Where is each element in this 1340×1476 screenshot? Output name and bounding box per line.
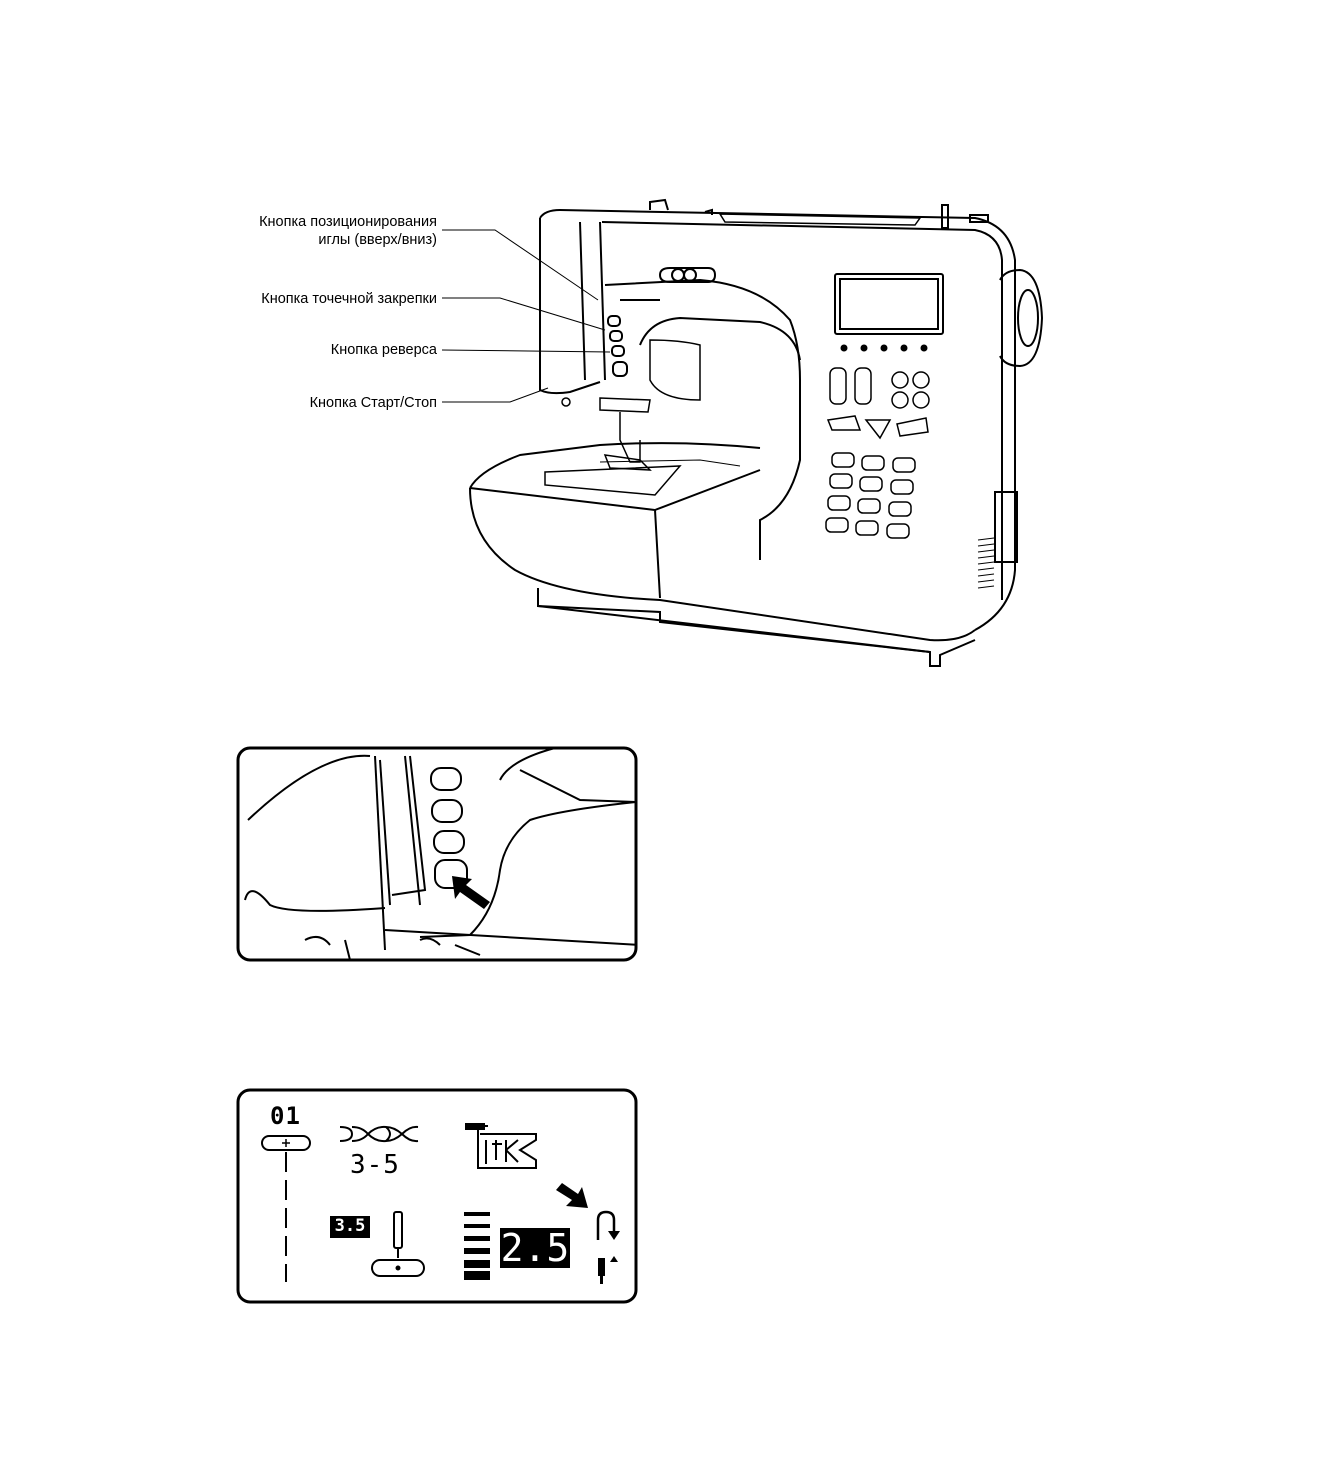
arrow-icon [556,1183,588,1208]
callout-start-stop: Кнопка Старт/Стоп [310,394,437,412]
presser-foot-icon [261,1135,311,1151]
callout-needle-position: Кнопка позиционирования иглы (вверх/вниз… [259,213,437,249]
callout-needle-position-line1: Кнопка позиционирования [259,214,437,230]
inset-front-buttons [430,767,468,889]
callout-tie-off: Кнопка точечной закрепки [261,290,437,308]
front-buttons [607,315,628,377]
callout-needle-position-line2: иглы (вверх/вниз) [318,232,437,248]
needle-stop-up-icon [596,1210,620,1240]
callout-tie-off-label: Кнопка точечной закрепки [261,291,437,307]
arrow-icon [452,876,490,909]
lcd-width-value: 3.5 [334,1216,366,1236]
needle-down-icon [598,1256,618,1284]
lcd-pattern-number: 01 [270,1102,301,1130]
callout-reverse: Кнопка реверса [331,341,437,359]
stitch-length-bars [464,1212,490,1280]
stitch-pattern-icon [339,1125,419,1143]
thread-tension-icon [465,1123,537,1169]
needle-icon [371,1211,425,1277]
callout-start-stop-label: Кнопка Старт/Стоп [309,395,437,411]
panel-buttons [825,367,930,539]
leader-lines [441,229,611,403]
lcd-length-value: 2.5 [500,1226,570,1270]
callout-reverse-label: Кнопка реверса [330,342,437,358]
indicator-dots [840,344,928,352]
lcd-foot-label: 3-5 [350,1150,400,1180]
sewing-machine-illustration [441,198,1044,667]
